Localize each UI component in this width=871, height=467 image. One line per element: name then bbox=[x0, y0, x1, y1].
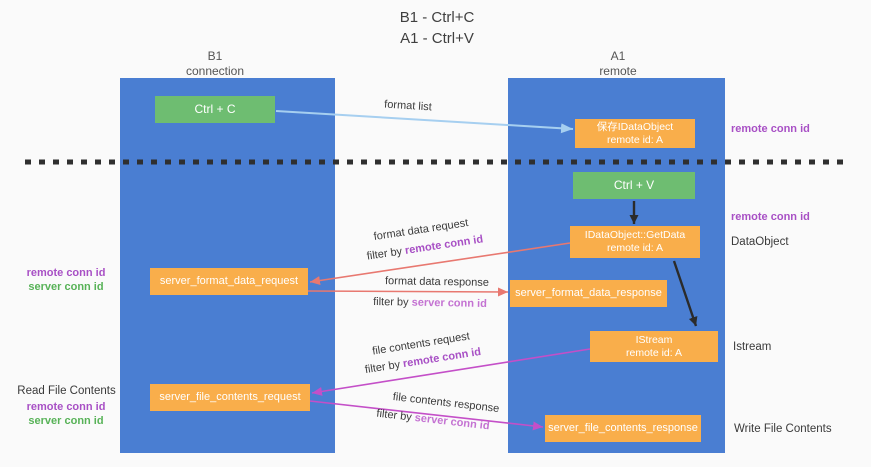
filter-by-text: filter by bbox=[373, 296, 412, 309]
server-file-contents-response-box: server_file_contents_response bbox=[545, 415, 701, 442]
column-b1-subtitle: connection bbox=[185, 64, 245, 78]
label-filter-by-server-conn-id-1: filter by server conn id bbox=[373, 296, 487, 310]
save-idataobject-line1: 保存IDataObject bbox=[596, 120, 674, 133]
left-remote-conn-id-bottom: remote conn id bbox=[26, 401, 106, 413]
right-dataobject-label: DataObject bbox=[731, 236, 789, 248]
istream-line1: IStream bbox=[635, 333, 673, 346]
right-write-file-contents-label: Write File Contents bbox=[734, 423, 832, 435]
left-conn-id-stack-mid: remote conn id server conn id bbox=[20, 266, 112, 294]
left-remote-conn-id-mid: remote conn id bbox=[26, 267, 106, 279]
arrow-format-data-response bbox=[307, 287, 509, 297]
right-remote-conn-id-mid: remote conn id bbox=[731, 211, 810, 223]
getdata-line1: IDataObject::GetData bbox=[584, 229, 686, 241]
server-format-data-request-box: server_format_data_request bbox=[150, 268, 308, 295]
left-server-conn-id-bottom: server conn id bbox=[28, 414, 104, 427]
istream-line2: remote id: A bbox=[625, 346, 683, 359]
right-istream-label: Istream bbox=[733, 341, 772, 353]
idataobject-getdata-box: IDataObject::GetData remote id: A bbox=[570, 226, 700, 258]
left-server-conn-id-mid: server conn id bbox=[28, 281, 104, 293]
right-remote-conn-id-top: remote conn id bbox=[731, 123, 810, 135]
column-a1-subtitle: remote bbox=[599, 64, 637, 78]
column-header-b1: B1 connection bbox=[140, 49, 290, 79]
istream-box: IStream remote id: A bbox=[590, 331, 718, 362]
column-header-a1: A1 remote bbox=[543, 49, 693, 79]
diagram-title: B1 - Ctrl+C A1 - Ctrl+V bbox=[312, 7, 562, 49]
column-b1-name: B1 bbox=[207, 49, 223, 63]
title-line-1: B1 - Ctrl+C bbox=[399, 9, 475, 26]
left-conn-id-stack-bottom: remote conn id server conn id bbox=[20, 401, 112, 428]
server-conn-id-highlight: server conn id bbox=[411, 296, 487, 310]
column-a1-name: A1 bbox=[610, 49, 626, 63]
label-format-data-response: format data response bbox=[384, 275, 490, 289]
title-line-2: A1 - Ctrl+V bbox=[400, 30, 474, 47]
arrow-file-contents-response bbox=[309, 400, 544, 431]
getdata-line2: remote id: A bbox=[606, 242, 664, 254]
save-idataobject-box: 保存IDataObject remote id: A bbox=[575, 119, 695, 148]
server-format-data-response-box: server_format_data_response bbox=[510, 280, 667, 307]
left-read-file-contents-label: Read File Contents bbox=[17, 385, 116, 397]
save-idataobject-line2: remote id: A bbox=[606, 133, 664, 146]
ctrl-v-box: Ctrl + V bbox=[573, 172, 695, 199]
arrow-getdata-to-istream bbox=[672, 260, 698, 327]
ctrl-c-box: Ctrl + C bbox=[155, 96, 275, 123]
arrow-format-data-request bbox=[309, 242, 571, 285]
arrow-file-contents-request bbox=[311, 348, 591, 396]
arrow-format-list bbox=[275, 110, 574, 134]
server-file-contents-request-box: server_file_contents_request bbox=[150, 384, 310, 411]
